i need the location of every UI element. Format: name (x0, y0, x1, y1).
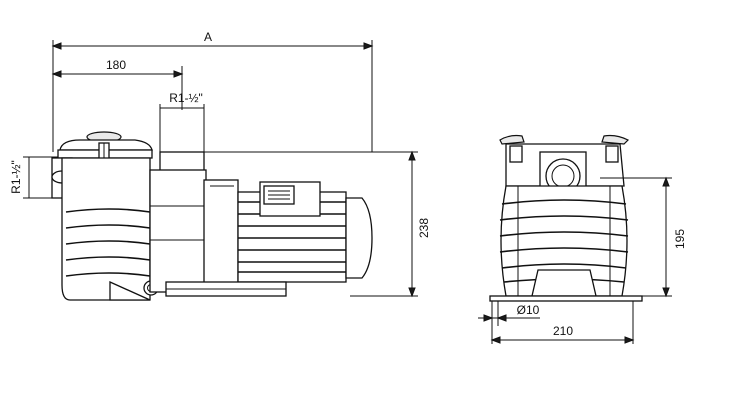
end-upper-housing (505, 143, 625, 199)
dimension-195: 195 (600, 176, 687, 298)
dimension-210-label: 210 (553, 324, 573, 338)
dimension-238-label: 238 (417, 218, 431, 238)
dimension-195-label: 195 (673, 229, 687, 249)
dimension-a: A (51, 30, 374, 50)
dimension-180: 180 (51, 58, 184, 78)
side-view: A 180 R1-½" R1-½" (9, 30, 431, 301)
end-view: 195 Ø10 210 (478, 134, 687, 344)
inlet-thread-label: R1-½" (9, 160, 23, 194)
dimension-mount-hole: Ø10 (478, 301, 540, 326)
pump-housing (51, 131, 159, 301)
lid-knobs (499, 134, 630, 145)
dimension-a-label: A (204, 30, 212, 44)
dimension-238: 238 (200, 150, 431, 298)
dimension-210: 210 (490, 301, 635, 344)
dimension-180-label: 180 (106, 58, 126, 72)
outlet-thread-dimension: R1-½" (159, 91, 205, 152)
outlet-neck (149, 151, 207, 293)
end-cage-body (499, 185, 629, 299)
outlet-thread-label: R1-½" (169, 91, 203, 105)
seal-flange (203, 179, 239, 293)
motor (165, 181, 373, 297)
end-base-plate (489, 295, 643, 302)
dimension-mount-hole-label: Ø10 (517, 303, 540, 317)
